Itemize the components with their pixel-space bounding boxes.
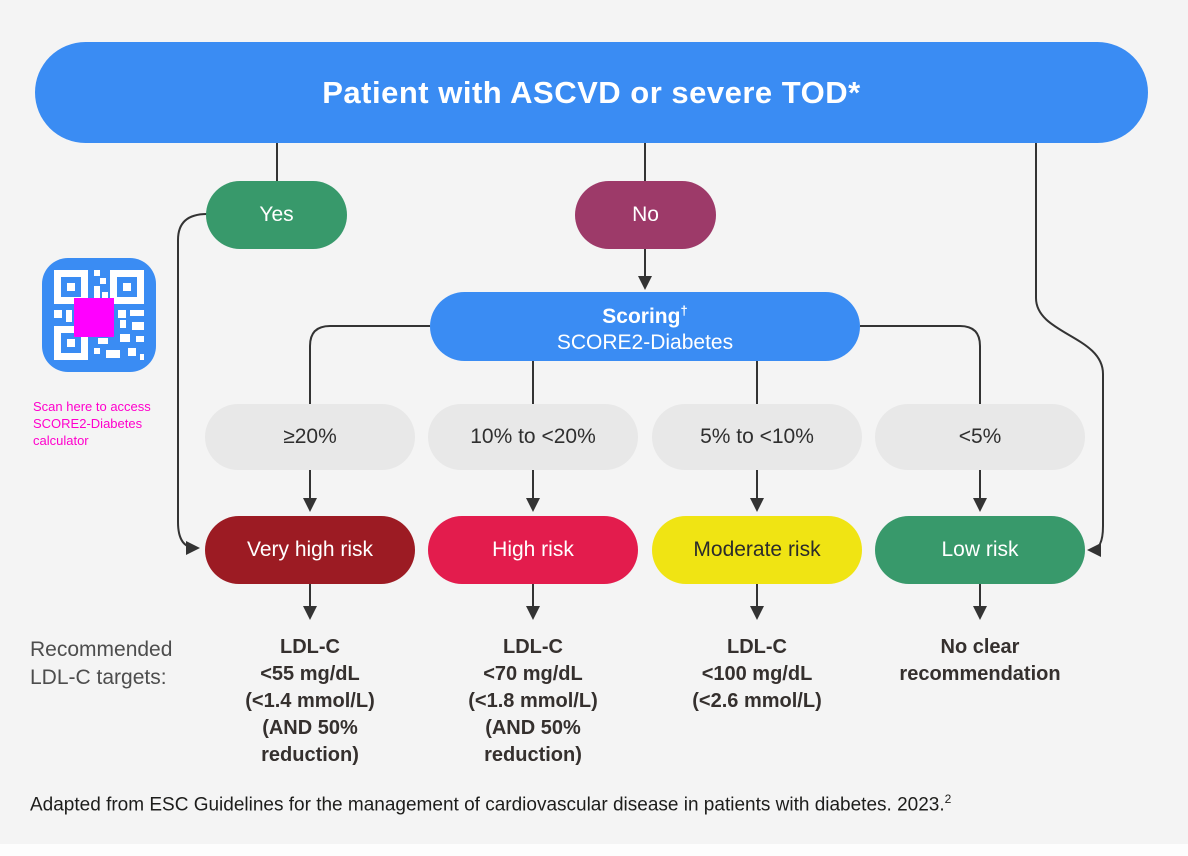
percent-node-10to20: 10% to <20% <box>428 404 638 470</box>
footnote-reference: 2 <box>944 792 952 806</box>
source-attribution: Adapted from ESC Guidelines for the mana… <box>30 792 952 816</box>
scoring-title: Scoring† <box>602 302 688 328</box>
connector-yes-to-very-high-risk <box>177 213 208 555</box>
target-high: LDL-C<70 mg/dL(<1.8 mmol/L)(AND 50%reduc… <box>468 636 598 766</box>
bottom-strip <box>0 844 1188 856</box>
percent-node-gte20: ≥20% <box>205 404 415 470</box>
connector-scoring-to-band-3 <box>860 325 981 404</box>
scoring-node: Scoring† SCORE2-Diabetes <box>430 292 860 361</box>
target-very-high: LDL-C<55 mg/dL(<1.4 mmol/L)(AND 50%reduc… <box>245 636 375 766</box>
risk-node-high: High risk <box>428 516 638 584</box>
percent-node-lt5: <5% <box>875 404 1085 470</box>
percent-node-5to10: 5% to <10% <box>652 404 862 470</box>
root-node: Patient with ASCVD or severe TOD* <box>35 42 1148 143</box>
target-moderate: LDL-C<100 mg/dL(<2.6 mmol/L) <box>692 636 822 712</box>
risk-node-low: Low risk <box>875 516 1085 584</box>
scoring-subtitle: SCORE2-Diabetes <box>556 330 734 354</box>
connector-root-to-low-risk <box>1035 142 1104 557</box>
connector-scoring-to-band-0 <box>309 325 430 404</box>
yes-node: Yes <box>206 181 347 249</box>
risk-node-moderate: Moderate risk <box>652 516 862 584</box>
risk-node-very-high: Very high risk <box>205 516 415 584</box>
qr-code-icon <box>42 258 156 372</box>
dagger-symbol: † <box>680 302 688 318</box>
no-node: No <box>575 181 716 249</box>
